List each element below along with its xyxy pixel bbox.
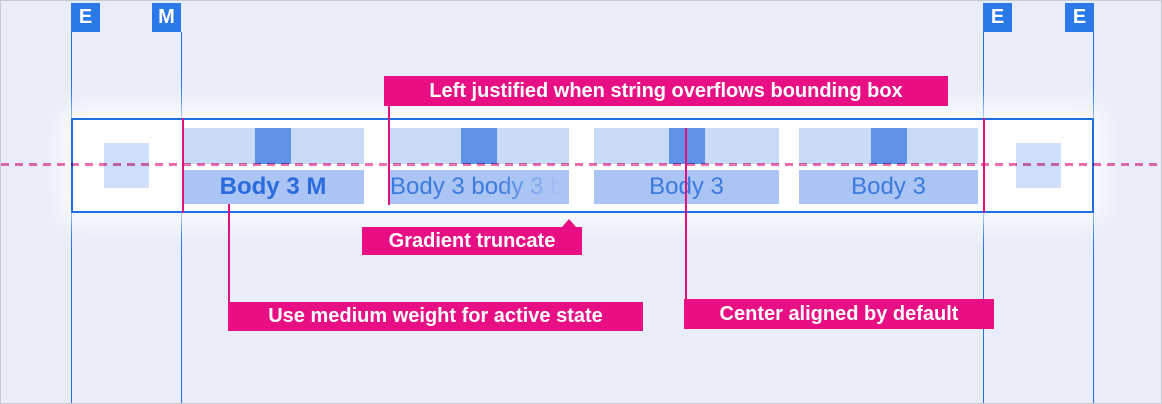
annotation-line-medium-weight (228, 204, 230, 302)
guide-line-left-edge (71, 32, 72, 403)
center-dashed-guide (1, 163, 1161, 166)
tab-active-body3m[interactable]: Body 3 M (182, 128, 364, 204)
tab-label: Body 3 M (182, 170, 364, 204)
callout-medium-weight: Use medium weight for active state (228, 302, 643, 331)
tab-icon-placeholder (255, 128, 291, 164)
annotation-line-tabs-start (182, 118, 184, 213)
annotation-line-left-justified (388, 106, 390, 205)
callout-gradient-truncate: Gradient truncate (362, 219, 582, 255)
guide-line-left-margin (181, 32, 182, 403)
caret-up-icon (562, 219, 576, 227)
tab-overflow-body3[interactable]: Body 3 body 3 b (388, 128, 569, 204)
callout-gradient-truncate-text: Gradient truncate (388, 230, 556, 252)
tab-icon-row (799, 128, 978, 164)
annotation-line-tabs-end (983, 118, 985, 213)
annotation-line-center-aligned (685, 128, 687, 299)
gradient-truncate-overlay (497, 170, 569, 204)
tab-icon-placeholder (460, 128, 497, 164)
margin-marker-e-right-inner: E (983, 3, 1012, 32)
tab-icon-placeholder (870, 128, 907, 164)
tab-label: Body 3 body 3 b (388, 170, 569, 204)
tab-icon-row (388, 128, 569, 164)
margin-marker-e-left: E (71, 3, 100, 32)
tab-icon-row (182, 128, 364, 164)
margin-marker-m: M (152, 3, 181, 32)
tab-label: Body 3 (799, 170, 978, 204)
tab-body3-second[interactable]: Body 3 (799, 128, 978, 204)
callout-center-aligned: Center aligned by default (684, 299, 994, 329)
guide-line-right-edge (1093, 32, 1094, 403)
callout-left-justified: Left justified when string overflows bou… (384, 76, 948, 106)
margin-marker-e-right-outer: E (1065, 3, 1094, 32)
guide-line-right-margin (983, 32, 984, 403)
